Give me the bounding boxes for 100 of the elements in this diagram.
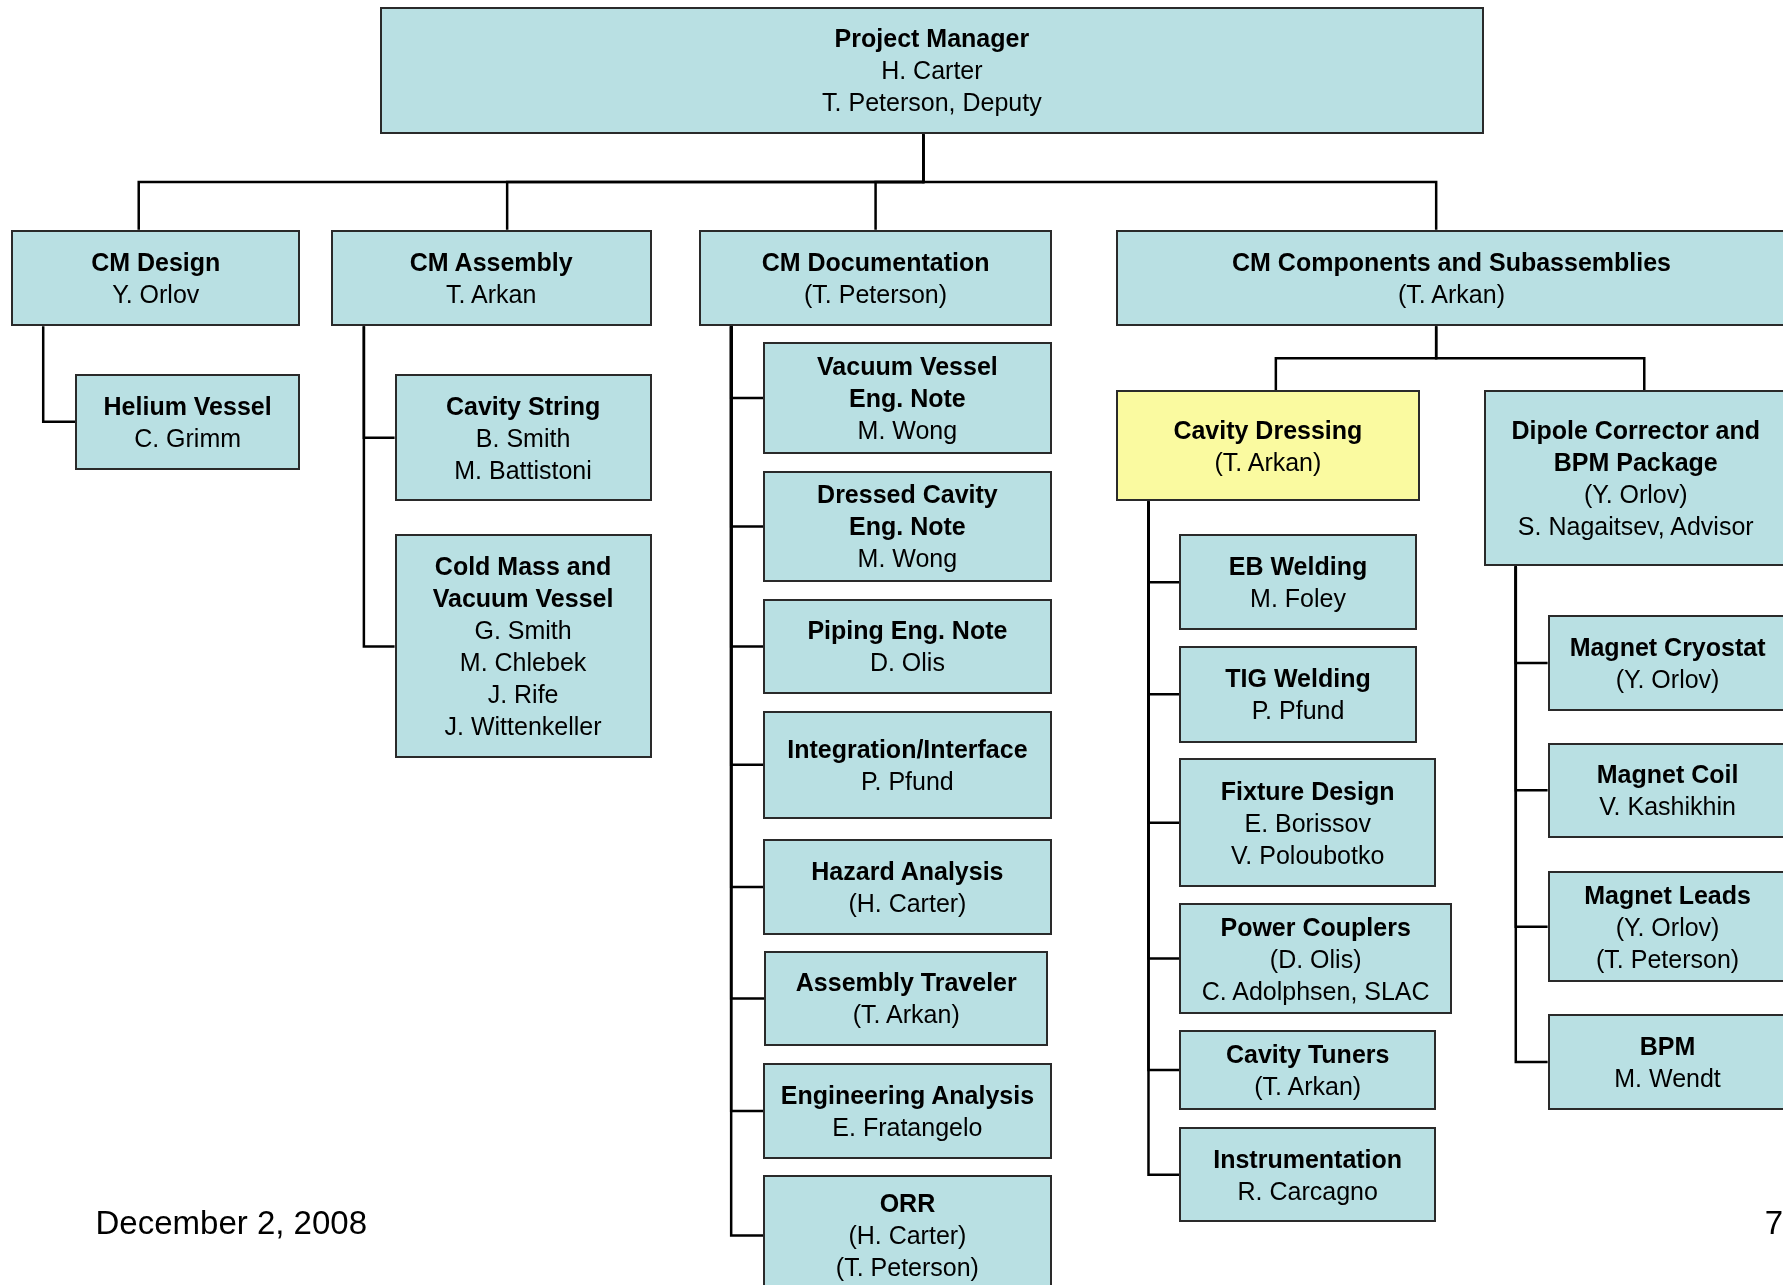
person-name: B. Smith bbox=[475, 422, 571, 454]
person-name: (T. Arkan) bbox=[1398, 279, 1505, 310]
connector-line bbox=[362, 326, 395, 648]
box-title: CM Design bbox=[91, 247, 221, 278]
box-title: Helium Vessel bbox=[103, 390, 272, 422]
box-title: Project Manager bbox=[834, 23, 1030, 55]
person-name: M. Wong bbox=[857, 415, 958, 446]
box-title: EB Welding bbox=[1228, 551, 1368, 583]
org-box bbox=[1179, 1126, 1437, 1223]
person-name: G. Smith bbox=[474, 615, 572, 647]
org-box bbox=[1179, 902, 1453, 1015]
org-box bbox=[1115, 390, 1421, 502]
person-name: (Y. Orlov) bbox=[1583, 479, 1688, 511]
box-title: Dressed Cavity Eng. Note bbox=[816, 479, 999, 543]
org-box bbox=[1179, 645, 1417, 743]
connector-line bbox=[1514, 566, 1548, 1064]
person-name: (T. Peterson) bbox=[1596, 943, 1740, 975]
org-box bbox=[75, 374, 301, 470]
box-title: CM Components and Subassemblies bbox=[1232, 247, 1671, 278]
person-name: (Y. Orlov) bbox=[1615, 911, 1720, 943]
person-name: (T. Arkan) bbox=[852, 999, 960, 1031]
person-name: P. Pfund bbox=[1251, 695, 1345, 727]
box-title: ORR bbox=[879, 1188, 936, 1220]
org-box bbox=[330, 229, 652, 327]
person-name: H. Carter bbox=[881, 55, 983, 87]
org-box bbox=[1179, 534, 1417, 630]
person-name: E. Fratangelo bbox=[832, 1111, 983, 1143]
org-box bbox=[763, 470, 1052, 583]
page-number: 7 bbox=[1764, 1203, 1783, 1244]
box-title: Integration/Interface bbox=[787, 733, 1028, 765]
person-name: J. Rife bbox=[487, 679, 559, 711]
box-title: Cavity String bbox=[445, 390, 601, 422]
person-name: D. Olis bbox=[869, 647, 945, 679]
box-title: Instrumentation bbox=[1213, 1143, 1403, 1175]
person-name: (T. Peterson) bbox=[804, 279, 948, 310]
connector-line bbox=[922, 134, 1438, 230]
box-title: Magnet Coil bbox=[1596, 759, 1739, 791]
box-title: Magnet Leads bbox=[1584, 879, 1751, 911]
person-name: T. Arkan bbox=[446, 279, 537, 310]
org-box bbox=[763, 710, 1052, 819]
person-name: (Y. Orlov) bbox=[1615, 663, 1720, 695]
org-box bbox=[11, 229, 301, 327]
box-title: CM Assembly bbox=[409, 247, 573, 278]
box-title: BPM bbox=[1639, 1031, 1696, 1063]
box-title: Cold Mass and Vacuum Vessel bbox=[431, 551, 615, 615]
org-box bbox=[763, 1063, 1052, 1159]
org-box bbox=[1547, 1014, 1783, 1110]
org-box bbox=[1483, 390, 1783, 567]
box-title: Cavity Tuners bbox=[1225, 1039, 1390, 1070]
connector-line bbox=[1434, 326, 1646, 391]
org-box bbox=[394, 534, 652, 759]
box-title: Dipole Corrector and BPM Package bbox=[1510, 415, 1761, 479]
person-name: M. Wong bbox=[857, 543, 958, 575]
person-name: (T. Arkan) bbox=[1214, 446, 1322, 478]
org-box bbox=[1179, 1030, 1437, 1110]
org-box bbox=[764, 950, 1049, 1047]
person-name: V. Kashikhin bbox=[1599, 791, 1736, 823]
person-name: (H. Carter) bbox=[848, 1220, 967, 1252]
org-box bbox=[1115, 229, 1783, 327]
org-box bbox=[763, 342, 1052, 454]
org-box bbox=[763, 839, 1052, 935]
person-name: M. Battistoni bbox=[454, 454, 592, 486]
person-name: Y. Orlov bbox=[112, 279, 200, 310]
person-name: P. Pfund bbox=[861, 765, 954, 797]
connector-line bbox=[41, 326, 76, 424]
org-box bbox=[394, 374, 652, 502]
person-name: (T. Peterson) bbox=[835, 1252, 979, 1284]
org-box bbox=[1547, 871, 1783, 983]
person-name: T. Peterson, Deputy bbox=[822, 87, 1042, 119]
box-title: Hazard Analysis bbox=[811, 855, 1004, 887]
person-name: C. Grimm bbox=[134, 422, 242, 454]
person-name: (H. Carter) bbox=[848, 887, 967, 919]
org-box bbox=[379, 6, 1484, 135]
box-title: Fixture Design bbox=[1220, 775, 1395, 807]
person-name: J. Wittenkeller bbox=[444, 711, 602, 743]
org-box bbox=[699, 229, 1052, 327]
person-name: M. Wendt bbox=[1614, 1063, 1721, 1095]
person-name: E. Borissov bbox=[1244, 807, 1371, 839]
box-title: Power Couplers bbox=[1220, 911, 1411, 943]
person-name: (T. Arkan) bbox=[1254, 1071, 1362, 1102]
person-name: C. Adolphsen, SLAC bbox=[1201, 975, 1430, 1007]
box-title: TIG Welding bbox=[1225, 663, 1371, 695]
box-title: Piping Eng. Note bbox=[807, 615, 1008, 647]
org-box bbox=[1179, 758, 1437, 887]
box-title: Magnet Cryostat bbox=[1569, 631, 1766, 663]
person-name: M. Foley bbox=[1250, 583, 1346, 615]
date-label: December 2, 2008 bbox=[95, 1203, 367, 1244]
person-name: V. Poloubotko bbox=[1231, 839, 1385, 871]
box-title: CM Documentation bbox=[761, 247, 990, 278]
person-name: S. Nagaitsev, Advisor bbox=[1517, 511, 1754, 543]
org-box bbox=[1547, 742, 1783, 839]
org-box bbox=[763, 599, 1052, 694]
org-box bbox=[763, 1174, 1052, 1285]
org-box bbox=[1547, 615, 1783, 711]
box-title: Vacuum Vessel Eng. Note bbox=[816, 351, 999, 414]
box-title: Assembly Traveler bbox=[795, 967, 1017, 999]
person-name: R. Carcagno bbox=[1237, 1175, 1378, 1207]
person-name: (D. Olis) bbox=[1269, 943, 1362, 975]
person-name: M. Chlebek bbox=[459, 647, 587, 679]
box-title: Engineering Analysis bbox=[780, 1079, 1035, 1111]
